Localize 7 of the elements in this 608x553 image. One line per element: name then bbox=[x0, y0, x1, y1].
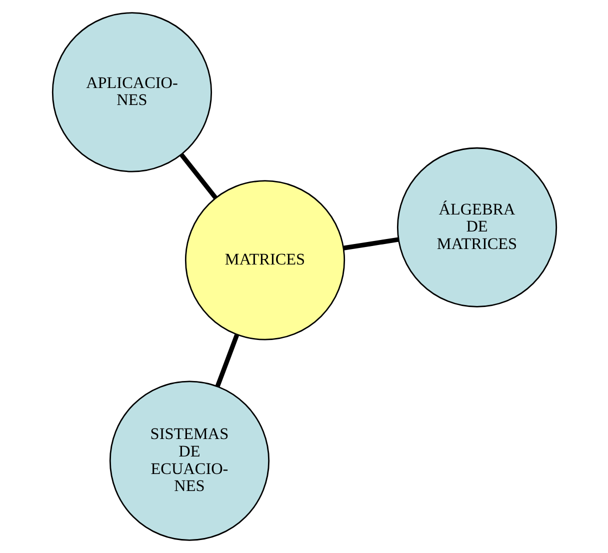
node-circle: ÁLGEBRA DE MATRICES bbox=[396, 147, 557, 308]
connector bbox=[179, 153, 217, 200]
node-circle: MATRICES bbox=[184, 180, 345, 340]
connector bbox=[342, 237, 398, 250]
connector bbox=[214, 334, 239, 388]
node-circle: SISTEMAS DE ECUACIO- NES bbox=[108, 380, 270, 541]
node-circle: APLICACIO- NES bbox=[51, 12, 212, 172]
